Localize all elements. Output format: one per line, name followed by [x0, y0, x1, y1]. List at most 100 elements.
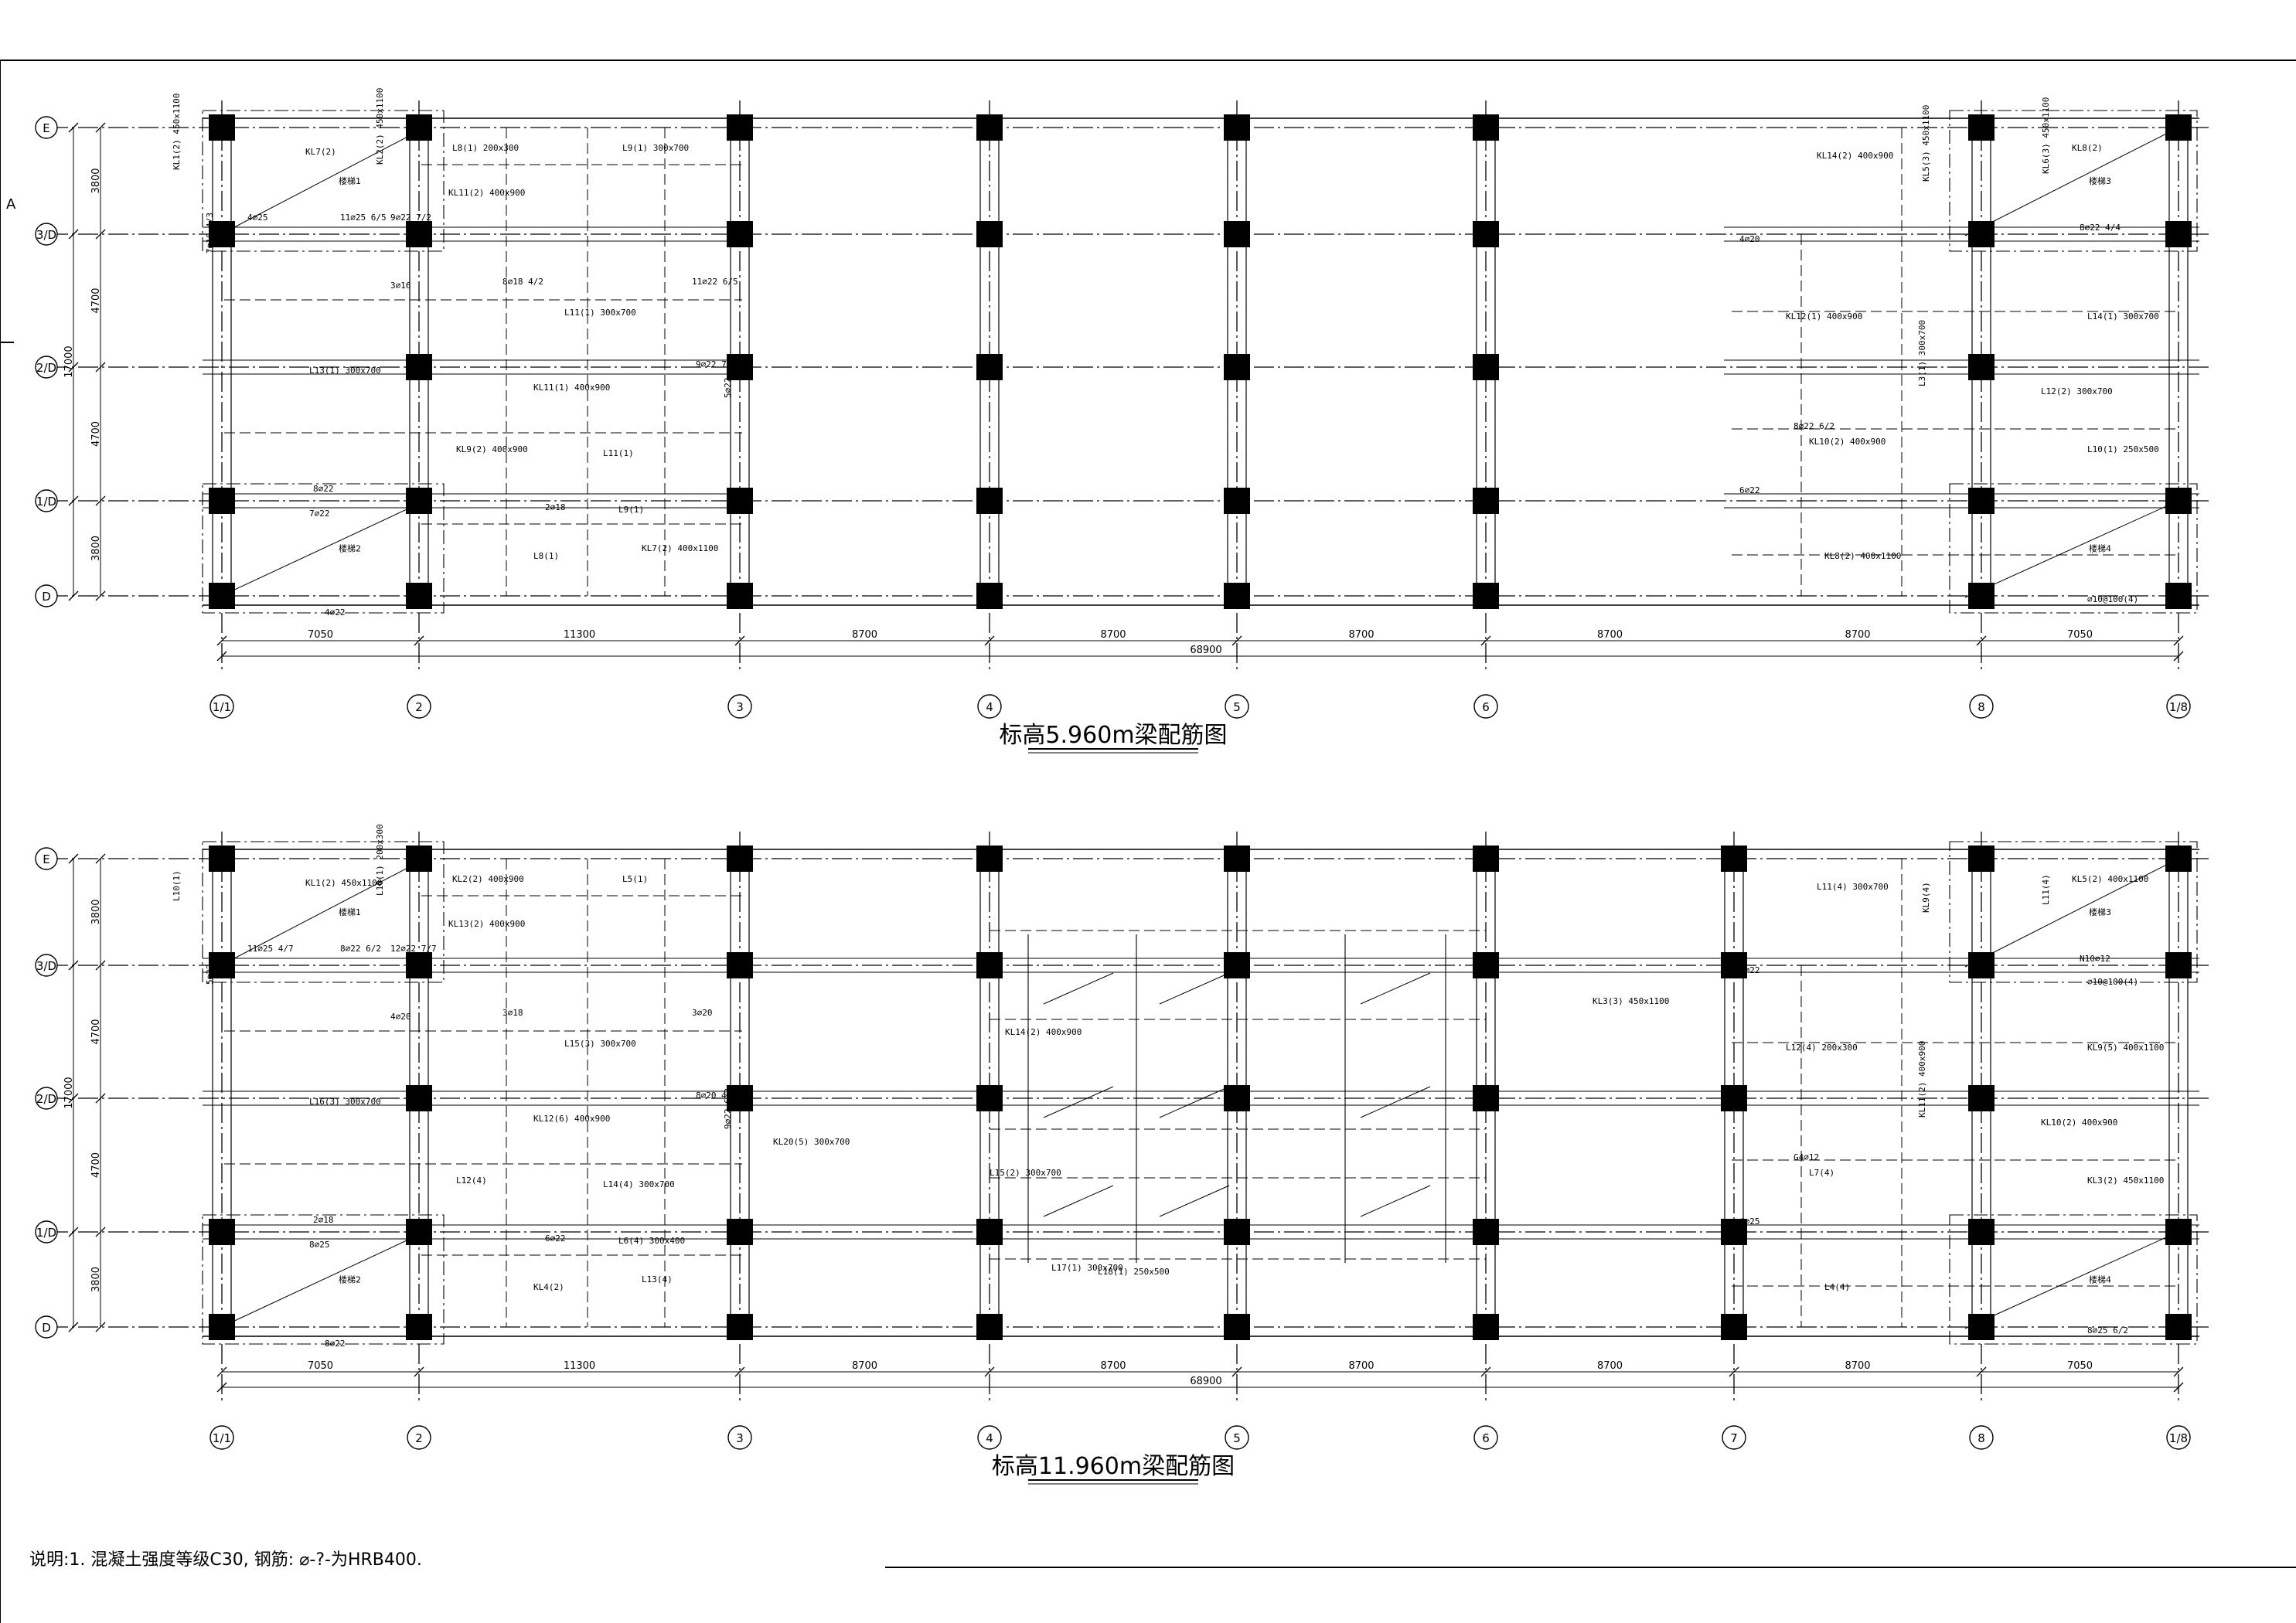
dimension-tick — [1231, 635, 1242, 646]
rebar-label: 4⌀20 — [390, 1012, 411, 1022]
column — [976, 846, 1003, 872]
column-axis-bubble — [727, 694, 752, 719]
dimension-tick — [68, 853, 79, 864]
column-axis-bubble — [407, 1425, 431, 1450]
beam-label: KL7(2) 400x1100 — [642, 543, 718, 553]
column-dimension-text: 8700 — [1597, 1360, 1623, 1372]
dimension-tick — [984, 635, 995, 646]
total-length-text: 68900 — [1190, 645, 1221, 656]
rebar-label: 4⌀22 — [1739, 965, 1760, 975]
column — [1968, 1219, 1995, 1245]
column-axis-label: 8 — [1977, 1431, 1985, 1445]
slab-opening-mark — [1360, 972, 1431, 1005]
column — [976, 488, 1003, 514]
column — [406, 583, 432, 609]
column — [1473, 846, 1499, 872]
row-axis-label: D — [42, 1321, 51, 1335]
beam-label: L11(1) 300x700 — [564, 308, 636, 318]
rebar-label: 8⌀25 — [309, 1240, 330, 1250]
beam-label: KL1(2) 450x1100 — [172, 94, 182, 170]
beam-label: L18(1) 250x500 — [1098, 1267, 1170, 1277]
rebar-label: 4⌀25 — [1739, 1216, 1760, 1227]
rebar-label: 8⌀22 6/2 — [340, 944, 381, 954]
row-axis-label: 1/D — [36, 495, 56, 509]
column-axis-label: 4 — [986, 700, 993, 714]
column-dimension-text: 8700 — [1100, 629, 1126, 641]
stair-diagonal — [217, 856, 429, 968]
column-dimension-text: 8700 — [852, 1360, 877, 1372]
stair-diagonal — [217, 1230, 429, 1329]
dimension-tick — [68, 590, 79, 601]
rebar-label: 8⌀25 6/2 — [2087, 1325, 2128, 1335]
beam-label: L11(1) — [603, 448, 634, 458]
column — [406, 1219, 432, 1245]
column — [727, 114, 753, 141]
column-axis-bubble — [210, 694, 234, 719]
beam-label: KL11(2) 400x900 — [448, 188, 525, 198]
row-axis-bubble — [35, 223, 58, 246]
column-axis-label: 1/8 — [2169, 1431, 2188, 1445]
column — [1968, 221, 1995, 247]
rebar-label: 11⌀25 6/5 — [340, 213, 387, 223]
column-axis-label: 5 — [1233, 1431, 1241, 1445]
stair-label: 楼梯3 — [2089, 907, 2111, 917]
column — [1968, 114, 1995, 141]
column — [1224, 1219, 1250, 1245]
beam-label: KL2(2) 450x1100 — [375, 88, 385, 165]
dimension-tick — [68, 495, 79, 506]
beam-label: KL14(2) 400x900 — [1005, 1027, 1082, 1037]
row-dimension-text: 4700 — [90, 1152, 102, 1178]
column — [1224, 114, 1250, 141]
beam-label: KL10(2) 400x900 — [1809, 437, 1886, 447]
column-axis-label: 6 — [1482, 1431, 1490, 1445]
column-dimension-text: 8700 — [852, 629, 877, 641]
column-axis-label: 3 — [736, 1431, 744, 1445]
column — [727, 354, 753, 380]
dimension-tick — [216, 635, 227, 646]
beam-label: KL9(5) 400x1100 — [2087, 1043, 2164, 1053]
column — [209, 1219, 235, 1245]
row-axis-label: E — [43, 121, 49, 135]
beam-label: L12(4) 200x300 — [1786, 1043, 1858, 1053]
beam-label: KL5(2) 400x1100 — [2072, 874, 2148, 884]
column — [976, 221, 1003, 247]
column-axis-bubble — [727, 1425, 752, 1450]
rebar-label: 8⌀18 4/2 — [502, 277, 543, 287]
column — [2165, 1219, 2192, 1245]
column — [727, 952, 753, 978]
stair-box — [202, 1214, 445, 1345]
row-axis-bubble — [35, 584, 58, 607]
row-axis-label: E — [43, 852, 49, 866]
row-axis-label: 3/D — [36, 959, 56, 973]
row-dimension-text: 4700 — [90, 1019, 102, 1044]
dimension-tick — [68, 229, 79, 240]
row-axis-bubble — [35, 954, 58, 977]
dimension-tick — [95, 1322, 106, 1332]
sheet-margin-mark: A — [6, 196, 16, 213]
row-axis-label: 3/D — [36, 228, 56, 242]
slab-opening-mark — [1043, 972, 1114, 1005]
rebar-label: 9⌀22 7/1 — [696, 359, 737, 369]
stair-box — [202, 841, 445, 983]
rebar-label: 5⌀22 — [723, 378, 733, 399]
beam-label: L16(3) 300x700 — [309, 1097, 381, 1107]
rebar-label: 4⌀22 — [325, 607, 346, 618]
rebar-label: 9⌀22 7/2 — [390, 213, 431, 223]
rebar-label: 12⌀22 7/7 — [390, 944, 437, 954]
beam-label: L4(4) — [1824, 1282, 1850, 1292]
column — [1968, 1314, 1995, 1340]
column — [727, 1085, 753, 1111]
column — [2165, 952, 2192, 978]
column — [1968, 488, 1995, 514]
beam-label: L13(1) 300x700 — [309, 366, 381, 376]
row-dimension-text: 4700 — [90, 421, 102, 447]
column — [1721, 1314, 1747, 1340]
rebar-label: 11⌀22 6/5 — [692, 277, 738, 287]
rebar-label: 5⌀22 — [205, 965, 215, 985]
beam-label: KL8(2) — [2072, 143, 2103, 153]
stair-box — [1949, 841, 2198, 983]
beam-label: KL12(6) 400x900 — [533, 1114, 610, 1124]
beam-label: L8(1) — [533, 551, 559, 561]
dimension-tick — [95, 495, 106, 506]
dimension-tick — [2173, 1366, 2184, 1377]
